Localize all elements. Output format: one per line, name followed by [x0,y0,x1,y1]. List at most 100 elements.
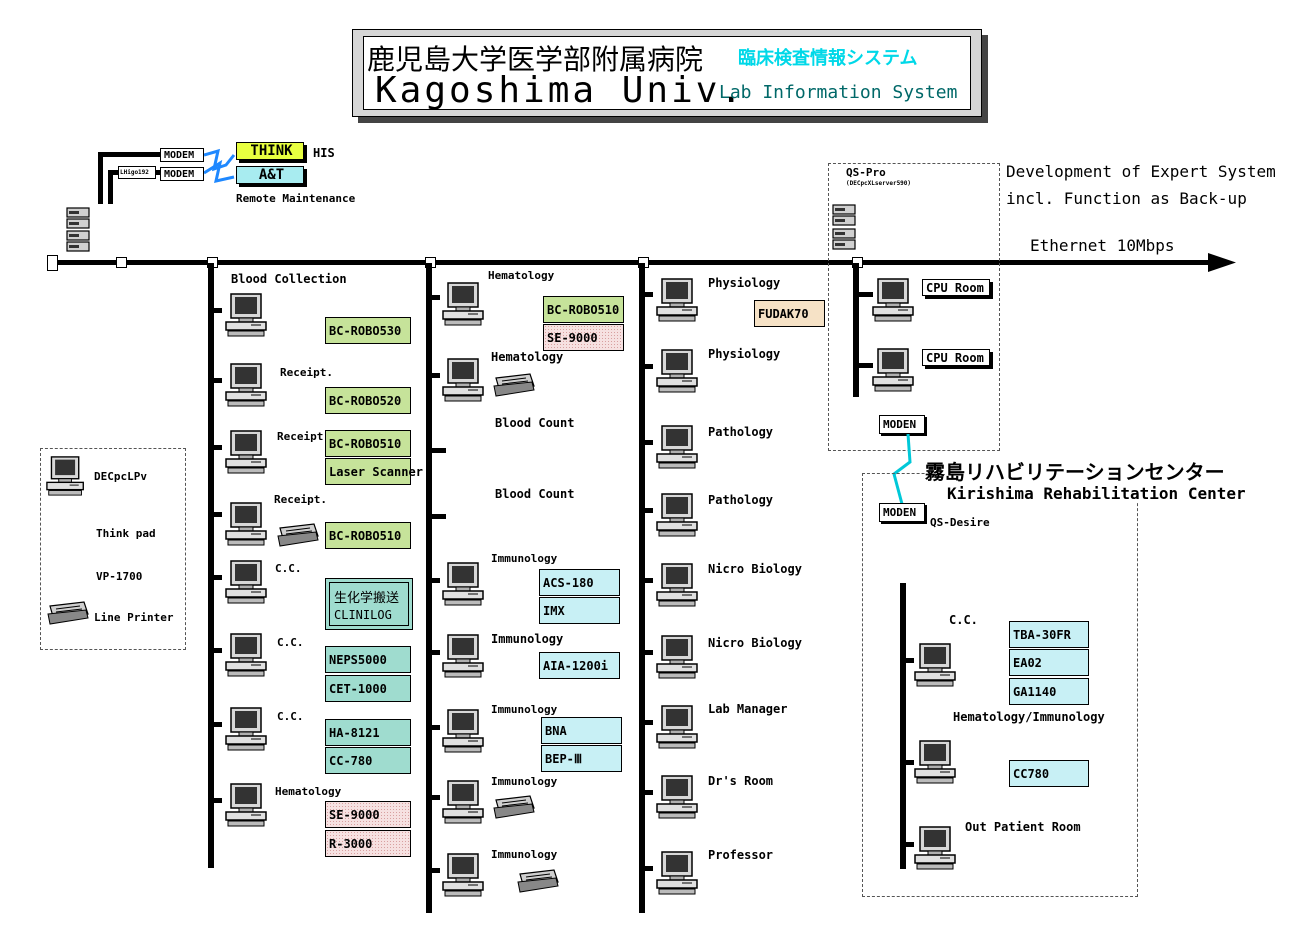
pc-icon [872,348,916,392]
col3-label: Professor [708,848,774,862]
pc-icon [442,853,486,897]
pc-icon [225,363,269,407]
stub [853,292,873,297]
device-box: BC-ROBO510 [543,296,624,323]
pc-icon [442,780,486,824]
cpu-room-1: CPU Room [922,279,990,296]
think-box: THINK [236,142,304,160]
col3-drop [639,263,645,913]
device-box: HA-8121 [325,719,411,746]
ethernet-label: Ethernet 10Mbps [1030,236,1175,255]
pc-icon [656,349,700,393]
col3-label: Pathology [708,493,774,507]
pc-icon [442,282,486,326]
his-uplink-line2 [108,170,113,204]
device-box: CET-1000 [325,675,411,702]
pc-icon [656,425,700,469]
kirishima-title-en: Kirishima Rehabilitation Center [947,484,1246,503]
col2-label: Immunology [491,632,564,646]
device-box: BC-ROBO520 [325,387,411,414]
kirishima-drop [900,583,906,869]
his-link-zigzag [204,148,236,183]
col3-label: Pathology [708,425,774,439]
arrow-right-icon [1208,253,1236,272]
pc-icon [225,430,269,474]
his-label: HIS [313,146,335,160]
col2-label: Immunology [491,703,558,716]
his-uplink-line-h [98,152,160,157]
server-icon [832,228,856,250]
clinilog-line1: 生化学搬送 [334,591,400,606]
col3-label: Dr's Room [708,774,774,788]
col1-label: C.C. [275,562,302,575]
printer-icon [274,522,320,548]
remote-maintenance-label: Remote Maintenance [236,192,356,205]
header-title-en: Kagoshima Univ. [375,70,746,111]
legend-vp: VP-1700 [96,570,143,583]
col2-label: Immunology [491,775,558,788]
pc-icon [656,775,700,819]
pc-icon [914,740,958,784]
kirishima-label: Out Patient Room [965,820,1081,834]
qs-pro-drop [853,263,859,397]
col2-label: Blood Count [495,487,575,501]
pc-icon [656,851,700,895]
modem-2: MODEM [160,167,204,181]
ethernet-backbone [52,260,1212,265]
printer-icon [490,794,536,820]
pc-icon [442,358,486,402]
qs-pro-group [828,163,1000,451]
col1-label: Receipt. [274,493,327,506]
pc-icon [442,562,486,606]
server-icon [832,204,856,226]
backbone-node [47,255,58,271]
stub [853,363,873,368]
col1-drop [208,263,214,868]
col3-label: Lab Manager [708,702,788,716]
col1-label: Blood Collection [231,272,347,286]
pc-icon [656,278,700,322]
pc-icon [872,278,916,322]
col1-label: Hematology [275,785,342,798]
device-box: BC-ROBO510 [325,430,411,457]
device-box: NEPS5000 [325,646,411,673]
moden-bottom: MODEN [879,503,925,522]
col3-label: Physiology [708,347,781,361]
clinilog-line2: CLINILOG [334,608,392,622]
col3-label: Physiology [708,276,781,290]
col2-drop [426,263,432,913]
legend-group [40,448,186,650]
legend-thinkpad: Think pad [96,527,156,540]
header-title-jp: 鹿児島大学医学部附属病院 [367,43,704,76]
header-frame: 鹿児島大学医学部附属病院 臨床検査情報システム Kagoshima Univ. … [352,29,982,117]
device-box: EA02 [1009,649,1089,676]
kirishima-title-jp: 霧島リハビリテーションセンター [925,456,1225,485]
kirishima-label: Hematology/Immunology [953,710,1105,724]
pc-icon [225,783,269,827]
pc-icon [225,707,269,751]
device-box: BC-ROBO510 [325,522,411,549]
pc-icon [656,705,700,749]
col1-label: C.C. [277,636,304,649]
pc-icon [225,633,269,677]
device-box: ACS-180 [539,569,620,596]
device-box: TBA-30FR [1009,621,1089,648]
small-label-box: LHigo192 [118,166,156,179]
kirishima-label: C.C. [949,613,978,627]
device-box: CC-780 [325,747,411,774]
col2-label: Hematology [491,350,564,364]
pc-icon [914,826,958,870]
pc-icon [656,493,700,537]
server-icon [66,230,90,252]
printer-icon [514,868,560,894]
kirishima-link-zigzag [892,434,912,504]
col1-label: Receipt. [277,430,330,443]
backbone-node [116,257,127,268]
expert-line-2: incl. Function as Back-up [1006,189,1247,208]
device-box: Laser Scanner [325,458,423,485]
device-box: CC780 [1009,760,1089,787]
pc-icon [225,560,269,604]
device-box: BNA [541,717,622,744]
header-subtitle-jp: 臨床検査情報システム [738,48,918,69]
device-box: IMX [539,597,620,624]
